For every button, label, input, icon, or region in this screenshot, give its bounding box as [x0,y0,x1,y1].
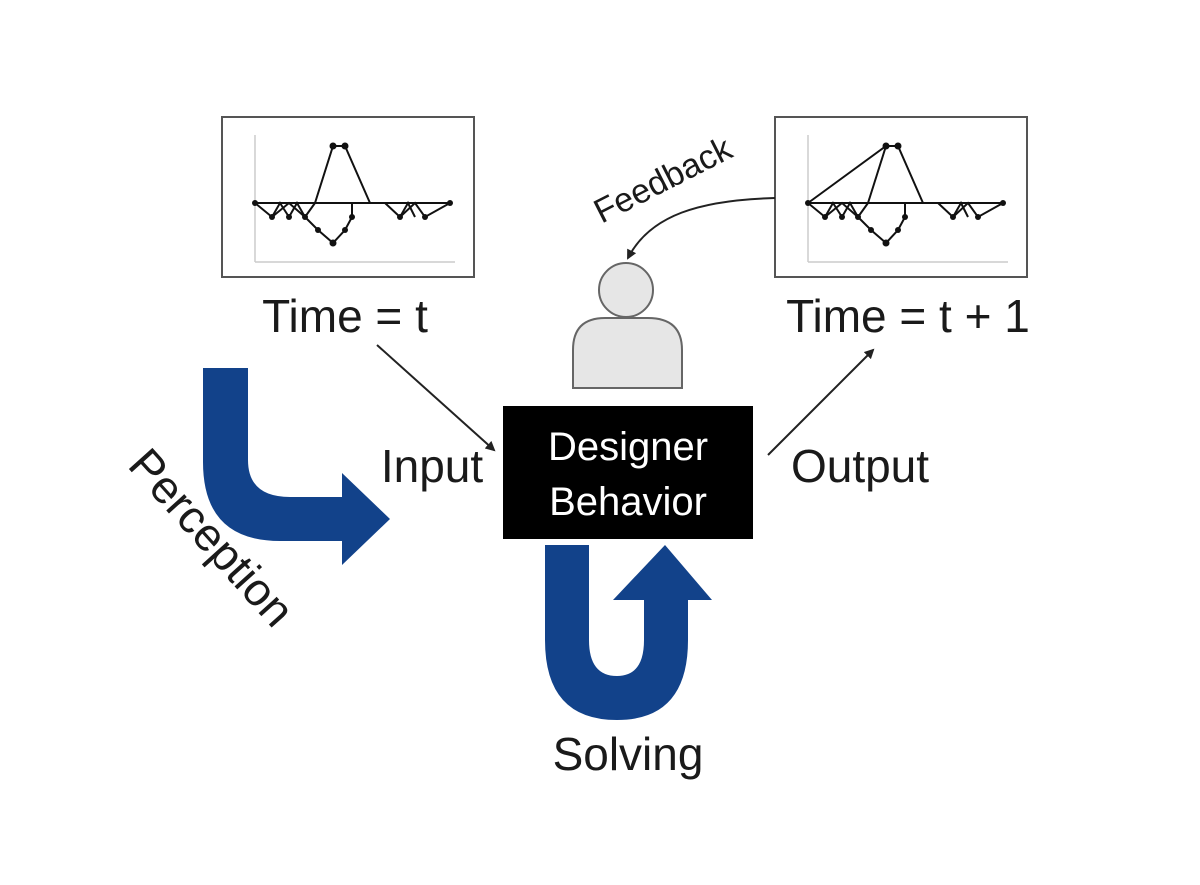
state-thumbnail-t1 [774,116,1028,278]
time-t-label: Time = t [262,290,428,342]
output-label: Output [791,440,929,492]
solving-arrow [545,545,712,720]
output-arrow [767,348,875,456]
perception-arrow [203,368,390,565]
designer-behavior-line1: Designer [548,425,708,469]
designer-behavior-line2: Behavior [549,480,707,524]
input-label: Input [381,440,484,492]
feedback-arrow [627,197,776,260]
input-arrow [376,344,496,452]
designer-behavior-box: Designer Behavior [503,406,753,539]
feedback-label: Feedback [588,129,739,231]
time-t1-label: Time = t + 1 [786,290,1030,342]
state-thumbnail-t [221,116,475,278]
person-icon [572,262,683,389]
solving-label: Solving [553,728,704,780]
